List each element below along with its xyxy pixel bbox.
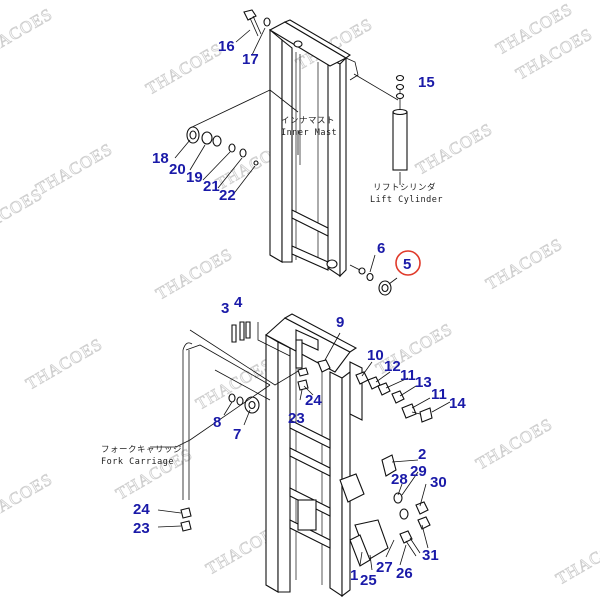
lift-cylinder-label: Lift Cylinder [370,195,443,205]
watermark-text: THACOES [483,234,566,293]
watermark-text: THACOES [413,119,496,178]
callout-10[interactable]: 10 [367,347,384,364]
watermark-text: THACOES [553,529,600,588]
ring-6 [366,272,374,282]
callout-7[interactable]: 7 [233,426,241,443]
fork-carriage-leader [150,384,271,448]
callout-2[interactable]: 2 [418,446,426,463]
callout-24a[interactable]: 24 [305,392,322,409]
lift-cylinder [392,74,408,185]
watermark-text: THACOES [33,139,116,198]
callout-20[interactable]: 20 [169,161,186,178]
fork-carriage-label-jp: フォークキャリッジ [101,445,182,455]
callout-23b[interactable]: 23 [133,520,150,537]
bolt-set-10-14 [355,361,451,423]
callout-28[interactable]: 28 [391,471,408,488]
washer-17 [263,17,271,27]
callout-25[interactable]: 25 [360,572,377,589]
ring-8 [228,393,236,403]
callout-18[interactable]: 18 [152,150,169,167]
bracket-assembly [339,454,431,571]
callout-4[interactable]: 4 [234,294,243,311]
nut-24 [180,507,192,519]
clips-3-4 [231,321,251,343]
callout-11a[interactable]: 11 [400,367,416,384]
callout-9[interactable]: 9 [336,314,344,331]
watermark-text: THACOES [23,334,106,393]
fork-carriage-label: Fork Carriage [101,457,174,467]
callout-17[interactable]: 17 [242,51,259,68]
callout-27[interactable]: 27 [376,559,393,576]
callout-8[interactable]: 8 [213,414,221,431]
inner-mast-label: Inner Mast [281,128,337,138]
callout-3[interactable]: 3 [221,300,229,317]
callout-24b[interactable]: 24 [133,501,150,518]
callout-5[interactable]: 5 [403,256,411,273]
fork-carriage [265,313,363,598]
callout-12[interactable]: 12 [384,358,401,375]
callout-23a[interactable]: 23 [288,410,305,427]
roller-set-18-22 [174,126,259,197]
inner-mast-leader [189,89,299,129]
bracket-9 [317,359,331,373]
lift-cylinder-label-jp: リフトシリンダ [373,182,436,193]
watermark-text: THACOES [193,354,276,413]
callout-26[interactable]: 26 [396,565,413,582]
watermark-text: THACOES [0,184,46,243]
callout-13[interactable]: 13 [415,374,432,391]
callout-14[interactable]: 14 [449,395,466,412]
nut-23-bottom [180,520,192,532]
callout-29[interactable]: 29 [410,463,427,480]
callout-11b[interactable]: 11 [431,386,447,403]
callout-30[interactable]: 30 [430,474,447,491]
inner-mast [268,19,359,278]
bolt-16 [243,9,262,37]
callout-6[interactable]: 6 [377,240,385,257]
inner-mast-label-jp: インナマスト [281,116,335,126]
callout-21[interactable]: 21 [203,178,220,195]
watermark-text: THACOES [0,4,56,63]
watermark-text: THACOES [0,469,56,528]
callout-22[interactable]: 22 [219,187,236,204]
callout-layer: 16 17 15 18 20 19 21 22 6 5 3 4 9 10 12 … [133,38,466,589]
callout-16[interactable]: 16 [218,38,235,55]
callout-31[interactable]: 31 [422,547,439,564]
nut-23 [297,367,309,377]
highlight-circle [395,250,421,276]
callout-15[interactable]: 15 [418,74,435,91]
callout-19[interactable]: 19 [186,169,203,186]
hose [182,342,271,500]
watermark-text: THACOES [473,414,556,473]
watermark-text: THACOES [143,39,226,98]
callout-1[interactable]: 1 [350,567,358,584]
watermark-text: THACOES [153,244,236,303]
